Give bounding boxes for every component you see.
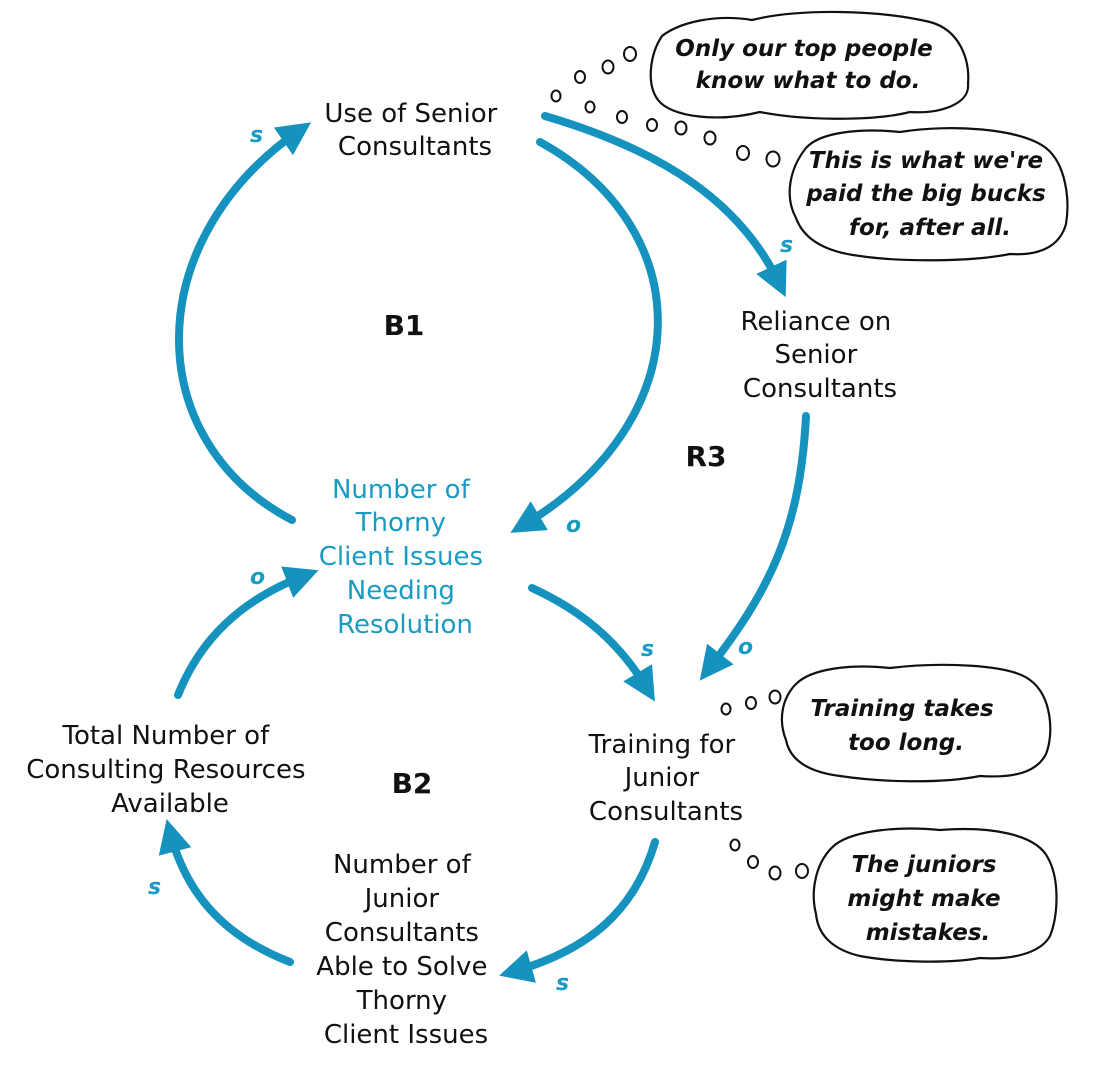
node-total-consulting-resources: Total Number of Consulting Resources Ava… (26, 721, 314, 819)
thought-text-training-long: Training takes too long. (810, 696, 1001, 756)
loop-label-b2: B2 (392, 767, 433, 800)
node-reliance-on-senior-consultants: Reliance on Senior Consultants (741, 307, 900, 404)
thought-trail-top-people (550, 46, 637, 103)
node-use-of-senior-consultants: Use of Senior Consultants (324, 99, 505, 162)
polarity-label: s (780, 233, 793, 258)
thought-text-mistakes: The juniors might make mistakes. (847, 852, 1008, 946)
thought-text-big-bucks: This is what we're paid the big bucks fo… (805, 148, 1054, 241)
thought-trail-training-long (720, 689, 782, 716)
arrow-thorny-to-use-senior (175, 122, 312, 524)
loop-label-b1: B1 (384, 309, 425, 342)
polarity-label: s (148, 875, 161, 900)
thought-cloud-mistakes (812, 827, 1058, 963)
polarity-label: s (556, 971, 569, 996)
polarity-label: o (250, 565, 265, 590)
thought-cloud-training-long (780, 663, 1052, 783)
node-thorny-client-issues: Number of Thorny Client Issues Needing R… (319, 475, 492, 640)
arrow-use-senior-to-thorny (510, 138, 662, 533)
polarity-label: s (250, 123, 263, 148)
polarity-label: s (641, 637, 654, 662)
arrow-total-to-thorny (174, 566, 319, 699)
thought-trail-big-bucks (584, 100, 781, 168)
thought-cloud-big-bucks (788, 127, 1069, 262)
arrow-thorny-to-training (528, 584, 655, 702)
polarity-label: o (738, 635, 753, 660)
arrow-reliance-to-training (699, 412, 810, 681)
arrow-use-senior-to-reliance (541, 112, 787, 298)
polarity-label: o (566, 513, 581, 538)
node-training-for-junior-consultants: Training for Junior Consultants (588, 730, 744, 827)
node-junior-consultants-able: Number of Junior Consultants Able to Sol… (316, 850, 495, 1050)
arrow-juniors-to-total (158, 818, 294, 966)
arrow-training-to-juniors (499, 838, 659, 983)
thought-text-top-people: Only our top people know what to do. (675, 36, 940, 94)
thought-cloud-top-people (649, 10, 970, 120)
loop-label-r3: R3 (685, 440, 726, 473)
thought-trail-mistakes (729, 838, 809, 881)
